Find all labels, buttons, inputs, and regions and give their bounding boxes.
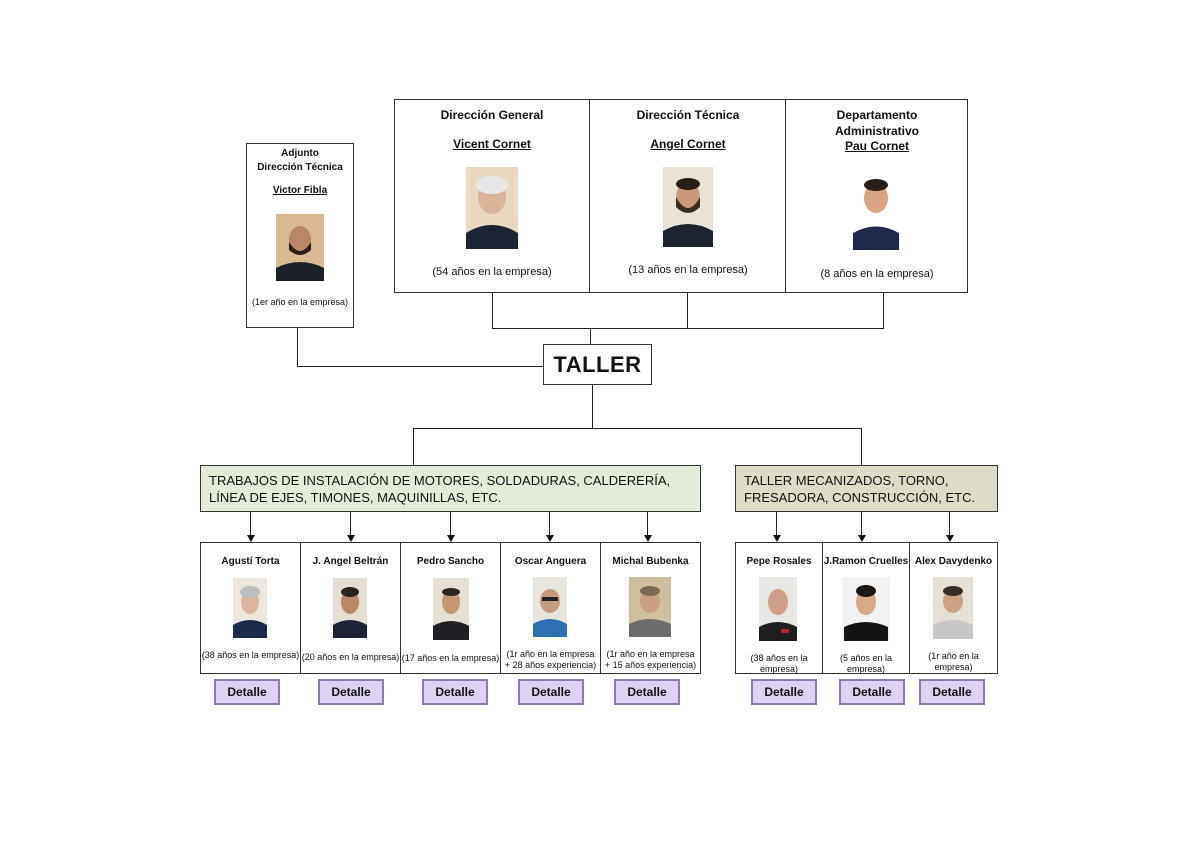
arrow-head (546, 535, 554, 542)
role-title: Departamento Administrativo (834, 108, 919, 138)
arrow-head (644, 535, 652, 542)
detail-button[interactable]: Detalle (214, 679, 280, 705)
detail-button[interactable]: Detalle (751, 679, 817, 705)
category-label: TALLER MECANIZADOS, TORNO, FRESADORA, CO… (744, 473, 976, 505)
connector (297, 366, 544, 367)
category-box-mecanizados: TALLER MECANIZADOS, TORNO, FRESADORA, CO… (735, 465, 998, 512)
connector (413, 428, 414, 465)
years-text: (5 años en la empresa) (839, 653, 893, 674)
detail-button-label: Detalle (435, 685, 475, 699)
years-text: (17 años en la empresa) (401, 653, 500, 663)
category-label: TRABAJOS DE INSTALACIÓN DE MOTORES, SOLD… (209, 473, 671, 505)
taller-node: TALLER (543, 344, 652, 385)
management-divider (589, 99, 590, 293)
years-text: (13 años en la empresa) (628, 264, 748, 276)
person-name: Angel Cornet (650, 137, 726, 151)
person-name: Vicent Cornet (453, 137, 531, 151)
role-title: Dirección General (440, 108, 544, 122)
connector (883, 292, 884, 328)
arrow-head (247, 535, 255, 542)
portrait-photo (842, 577, 890, 641)
arrow-head (858, 535, 866, 542)
detail-button-label: Detalle (852, 685, 892, 699)
arrow-line (647, 511, 648, 536)
connector (413, 428, 862, 429)
director-general-card: Dirección General Vicent Cornet (54 años… (394, 99, 590, 293)
detail-button[interactable]: Detalle (614, 679, 680, 705)
years-text: (1er año en la empresa) (251, 297, 349, 307)
category-box-instalacion: TRABAJOS DE INSTALACIÓN DE MOTORES, SOLD… (200, 465, 701, 512)
departamento-administrativo-card: Departamento Administrativo Pau Cornet (… (786, 99, 968, 293)
worker-name: Alex Davydenko (914, 556, 993, 567)
detail-button-label: Detalle (227, 685, 267, 699)
years-text: (38 años en la empresa) (201, 650, 300, 660)
connector (861, 428, 862, 465)
connector (492, 328, 884, 329)
years-text: (20 años en la empresa) (301, 652, 400, 662)
worker-name: Pepe Rosales (746, 556, 812, 567)
connector (297, 327, 298, 367)
worker-name: Oscar Anguera (514, 556, 587, 567)
management-divider (785, 99, 786, 293)
portrait-photo (851, 170, 901, 250)
portrait-photo (759, 577, 797, 641)
role-title: Dirección Técnica (636, 108, 740, 122)
years-text: (1r año en la empresa) (928, 651, 979, 672)
taller-label: TALLER (553, 351, 642, 377)
arrow-line (776, 511, 777, 536)
arrow-line (949, 511, 950, 536)
worker-name: Michal Bubenka (612, 556, 689, 567)
portrait-photo (276, 214, 324, 281)
portrait-photo (233, 578, 267, 638)
portrait-photo (466, 167, 518, 249)
adjunto-card: Adjunto Dirección Técnica Victor Fibla (… (246, 143, 354, 328)
worker-card: Michal Bubenka (1r año en la empresa + 1… (600, 542, 701, 674)
worker-card: Alex Davydenko (1r año en la empresa) (909, 542, 998, 674)
portrait-photo (333, 578, 367, 638)
arrow-head (946, 535, 954, 542)
detail-button-label: Detalle (627, 685, 667, 699)
connector (492, 292, 493, 328)
person-name: Pau Cornet (844, 139, 909, 153)
detail-button-label: Detalle (331, 685, 371, 699)
detail-button[interactable]: Detalle (318, 679, 384, 705)
worker-name: Pedro Sancho (416, 556, 485, 567)
arrow-line (350, 511, 351, 536)
arrow-head (773, 535, 781, 542)
detail-button-label: Detalle (932, 685, 972, 699)
arrow-line (450, 511, 451, 536)
worker-name: J.Ramon Cruelles (823, 556, 909, 567)
years-text: (8 años en la empresa) (820, 268, 934, 280)
connector (592, 384, 593, 428)
worker-name: Agustí Torta (221, 556, 280, 567)
detail-button[interactable]: Detalle (839, 679, 905, 705)
years-text: (1r año en la empresa + 15 años experien… (604, 649, 697, 670)
arrow-line (861, 511, 862, 536)
portrait-photo (933, 577, 973, 639)
detail-button[interactable]: Detalle (919, 679, 985, 705)
connector (687, 292, 688, 328)
portrait-photo (663, 167, 713, 247)
arrow-head (347, 535, 355, 542)
detail-button-label: Detalle (531, 685, 571, 699)
arrow-line (250, 511, 251, 536)
years-text: (54 años en la empresa) (432, 266, 552, 278)
detail-button-label: Detalle (764, 685, 804, 699)
years-text: (38 años en la empresa) (750, 653, 808, 674)
arrow-head (447, 535, 455, 542)
arrow-line (549, 511, 550, 536)
role-title: Adjunto Dirección Técnica (257, 148, 343, 173)
portrait-photo (533, 577, 567, 637)
years-text: (1r año en la empresa + 28 años experien… (504, 649, 597, 670)
worker-name: J. Angel Beltrán (312, 556, 389, 567)
director-tecnica-card: Dirección Técnica Angel Cornet (13 años … (590, 99, 786, 293)
portrait-photo (629, 577, 671, 637)
detail-button[interactable]: Detalle (518, 679, 584, 705)
portrait-photo (433, 578, 469, 640)
detail-button[interactable]: Detalle (422, 679, 488, 705)
connector (590, 328, 591, 344)
person-name: Victor Fibla (272, 185, 328, 196)
